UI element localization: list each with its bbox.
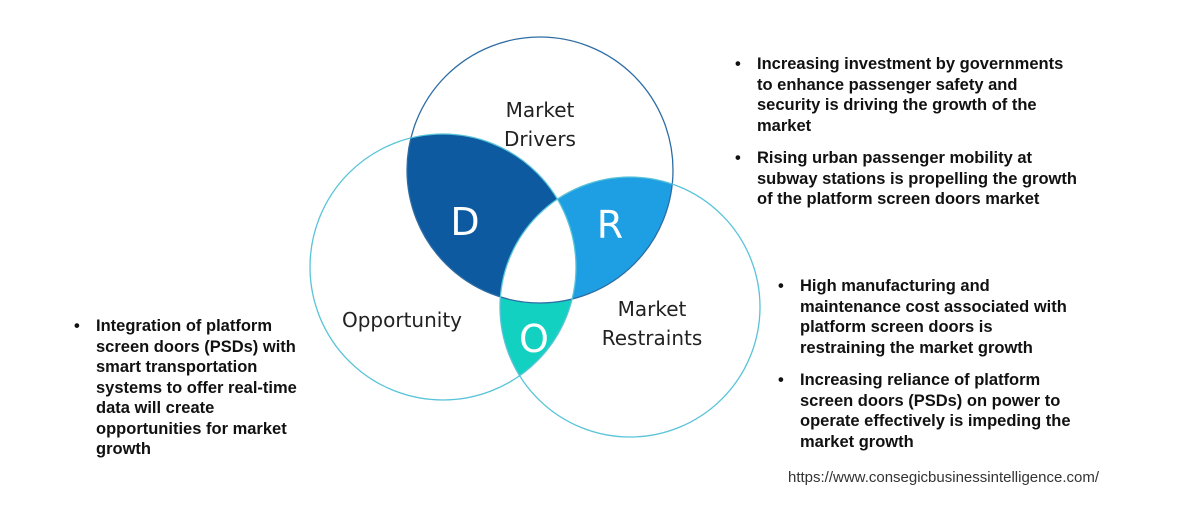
- restraints-label-line1: Market: [618, 297, 687, 321]
- list-item: High manufacturing and maintenance cost …: [776, 276, 1076, 358]
- list-item: Integration of platform screen doors (PS…: [72, 316, 312, 460]
- opportunity-label: Opportunity: [342, 308, 462, 332]
- drivers-label-line1: Market: [506, 98, 575, 122]
- restraints-bullet-list: High manufacturing and maintenance cost …: [776, 276, 1076, 464]
- letter-d: D: [450, 200, 479, 244]
- market-restraints-circle: [499, 176, 761, 438]
- list-item: Increasing investment by governments to …: [733, 54, 1083, 136]
- opportunity-circle: [309, 133, 577, 401]
- opportunity-bullet-list: Integration of platform screen doors (PS…: [72, 316, 312, 472]
- market-drivers-circle: [406, 36, 674, 304]
- restraints-label-line2: Restraints: [602, 326, 703, 350]
- source-url: https://www.consegicbusinessintelligence…: [788, 469, 1099, 486]
- list-item: Rising urban passenger mobility at subwa…: [733, 148, 1083, 210]
- drivers-bullet-list: Increasing investment by governments to …: [733, 54, 1083, 222]
- letter-o: O: [519, 317, 549, 361]
- letter-r: R: [597, 203, 623, 247]
- list-item: Increasing reliance of platform screen d…: [776, 370, 1076, 452]
- drivers-label-line2: Drivers: [504, 127, 576, 151]
